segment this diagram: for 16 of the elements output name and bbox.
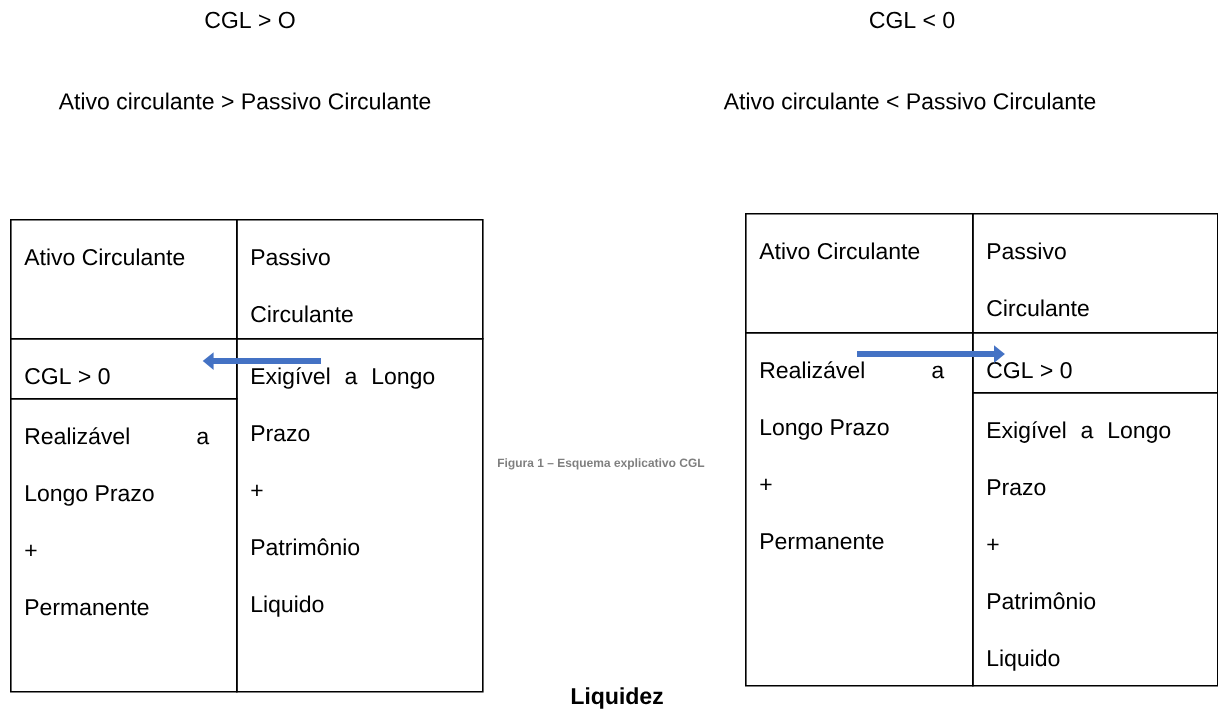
label-text: Ativo circulante > Passivo Circulante (58, 92, 431, 110)
table-cell: Passivo Circulante (972, 213, 1218, 334)
label-text: CGL > O (205, 11, 295, 29)
table-cell: CGL > 0 (10, 338, 238, 400)
table-cell: Exigível a Longo Prazo + Patrimônio Liquido (236, 338, 484, 693)
label-text: Liquidez (571, 687, 663, 709)
figure-caption: Figura 1 – Esquema explicativo CGL (498, 458, 705, 470)
table-cell: Realizável a Longo Prazo + Permanente (10, 398, 238, 693)
table-cell: Ativo Circulante (745, 213, 974, 334)
table-cell: Realizável a Longo Prazo + Permanente (745, 332, 974, 687)
table-cell: Passivo Circulante (236, 219, 484, 340)
table-cell: Ativo Circulante (10, 219, 238, 340)
table-cell: CGL > 0 (972, 332, 1218, 394)
label-text: Ativo circulante < Passivo Circulante (723, 92, 1096, 110)
label-text: CGL < 0 (870, 11, 955, 29)
table-cell: Exigível a Longo Prazo + Patrimônio Liquido (972, 392, 1218, 687)
